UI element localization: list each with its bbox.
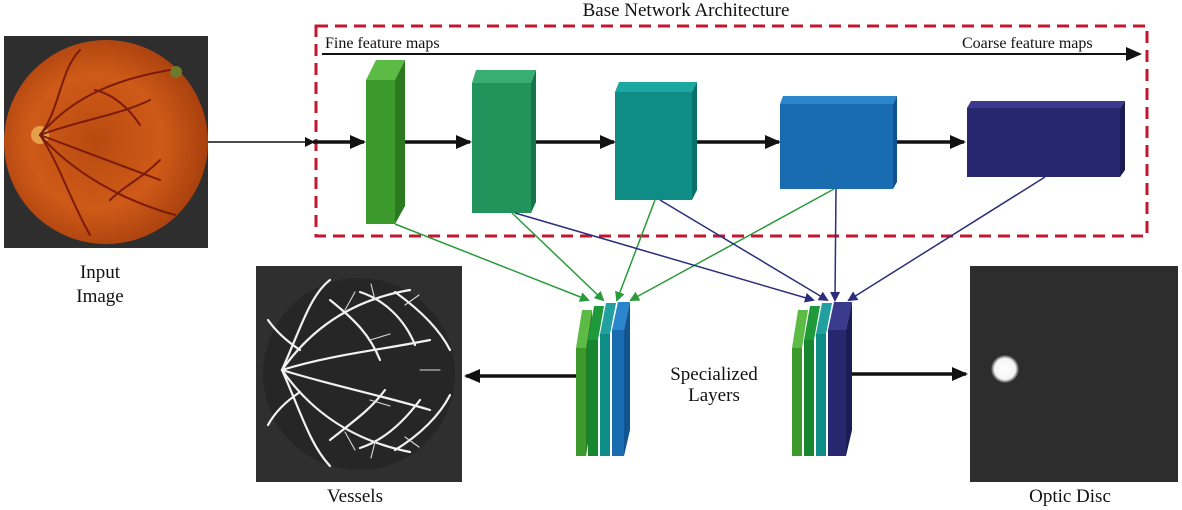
optic-disc-label: Optic Disc <box>1029 486 1111 507</box>
specialized-layers-vessels <box>576 302 630 456</box>
optic-disc-output-image <box>970 266 1178 482</box>
vessels-output-image <box>256 266 462 482</box>
input-image <box>4 36 208 248</box>
feature-stage-2 <box>472 70 536 213</box>
feature-stage-1 <box>366 60 405 224</box>
diagram-title: Base Network Architecture <box>582 0 790 21</box>
feature-stage-3 <box>615 82 697 200</box>
specialized-layers-optic-disc <box>792 302 852 456</box>
feature-stage-5 <box>967 101 1125 177</box>
skip-connections-navy <box>514 176 1046 303</box>
input-image-label-line2: Image <box>76 286 124 307</box>
fine-feature-maps-label: Fine feature maps <box>325 35 440 52</box>
coarse-feature-maps-label: Coarse feature maps <box>962 35 1093 52</box>
feature-stage-4 <box>780 96 897 189</box>
specialized-layers-label-line1: Specialized <box>670 364 758 385</box>
vessels-label: Vessels <box>327 486 383 507</box>
base-network-frame <box>314 24 1149 238</box>
specialized-layers-label-line2: Layers <box>688 385 740 406</box>
skip-connections-green <box>394 188 835 302</box>
input-image-label-line1: Input <box>79 262 121 283</box>
